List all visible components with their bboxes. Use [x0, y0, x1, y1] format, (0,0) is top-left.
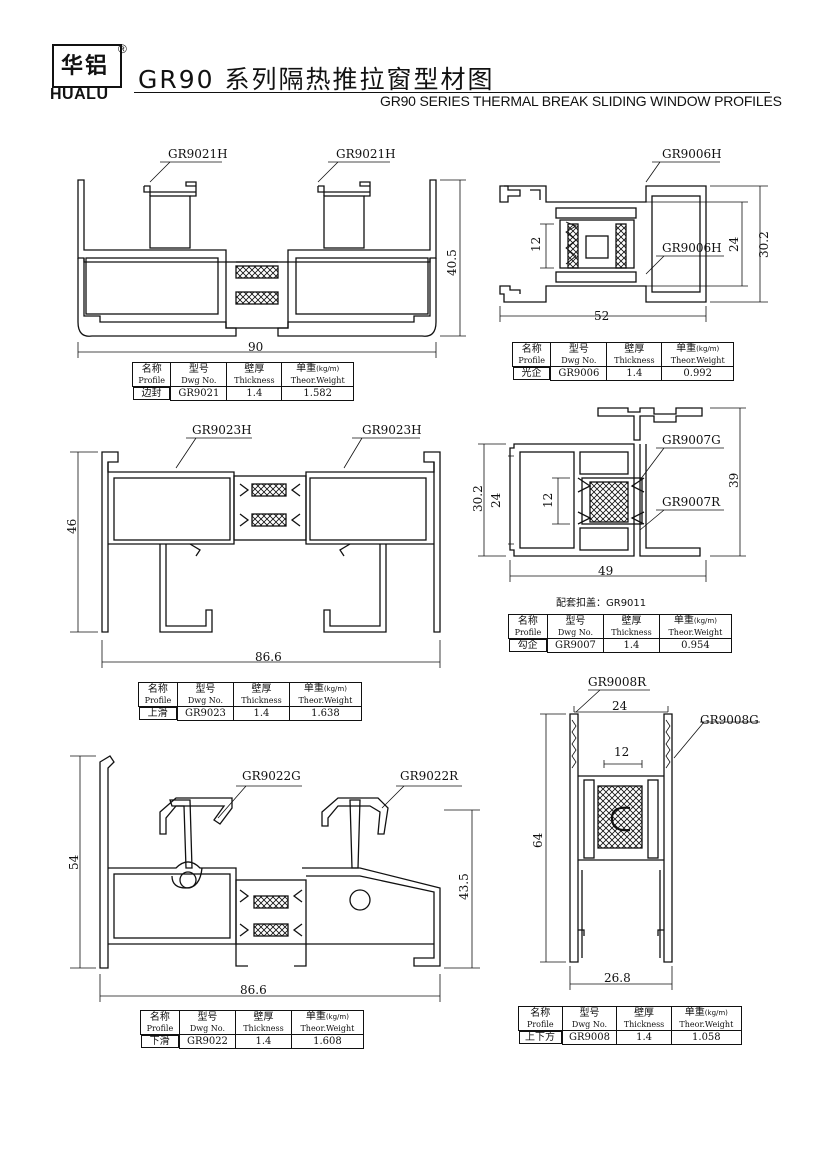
registered-mark: ®	[118, 42, 127, 56]
dim-label: 39	[727, 473, 741, 488]
part-label: GR9006H	[662, 147, 722, 161]
dim-label: 12	[541, 493, 555, 508]
dim-label: 86.6	[240, 983, 267, 997]
page-title-en: GR90 SERIES THERMAL BREAK SLIDING WINDOW…	[380, 93, 782, 109]
part-label: GR9021H	[336, 147, 396, 161]
part-label: GR9022G	[242, 769, 301, 783]
dim-label: 64	[531, 832, 545, 848]
part-label: GR9008R	[588, 675, 647, 689]
part-label: GR9021H	[168, 147, 228, 161]
dim-label: 52	[594, 309, 609, 323]
dim-label: 46	[65, 519, 79, 534]
profile-gr9023	[101, 451, 441, 633]
profile-gr9022	[99, 755, 441, 969]
logo-frame	[52, 44, 122, 88]
part-label: GR9022R	[400, 769, 459, 783]
dim-label: 90	[248, 340, 263, 354]
dim-label: 40.5	[445, 249, 459, 276]
dim-label: 30.2	[471, 485, 485, 512]
dim-label: 54	[67, 854, 81, 870]
dim-label: 24	[727, 236, 741, 252]
part-label: GR9007R	[662, 495, 721, 509]
part-label: GR9006H	[662, 241, 722, 255]
page-title-cn: GR90 系列隔热推拉窗型材图	[138, 65, 495, 94]
dim-label: 12	[614, 745, 629, 759]
part-label: GR9007G	[662, 433, 721, 447]
part-label: GR9023H	[362, 423, 422, 437]
dim-label: 12	[529, 237, 543, 252]
dim-label: 86.6	[255, 650, 282, 664]
logo-text-cn: 华铝	[60, 54, 109, 79]
dim-label: 26.8	[604, 971, 631, 985]
profile-gr9007	[509, 407, 703, 557]
dim-label: 24	[612, 699, 628, 713]
dim-label: 49	[598, 564, 613, 578]
dim-label: 24	[489, 492, 503, 508]
profile-gr9021	[77, 179, 437, 337]
profile-gr9008	[569, 713, 673, 963]
logo-text-en: HUALU	[50, 86, 109, 103]
part-label: GR9023H	[192, 423, 252, 437]
dim-label: 30.2	[757, 231, 771, 258]
part-label: GR9008G	[700, 713, 759, 727]
accessory-note: 配套扣盖：GR9011	[556, 598, 647, 609]
title-rule	[134, 92, 770, 93]
dim-label: 43.5	[457, 873, 471, 900]
